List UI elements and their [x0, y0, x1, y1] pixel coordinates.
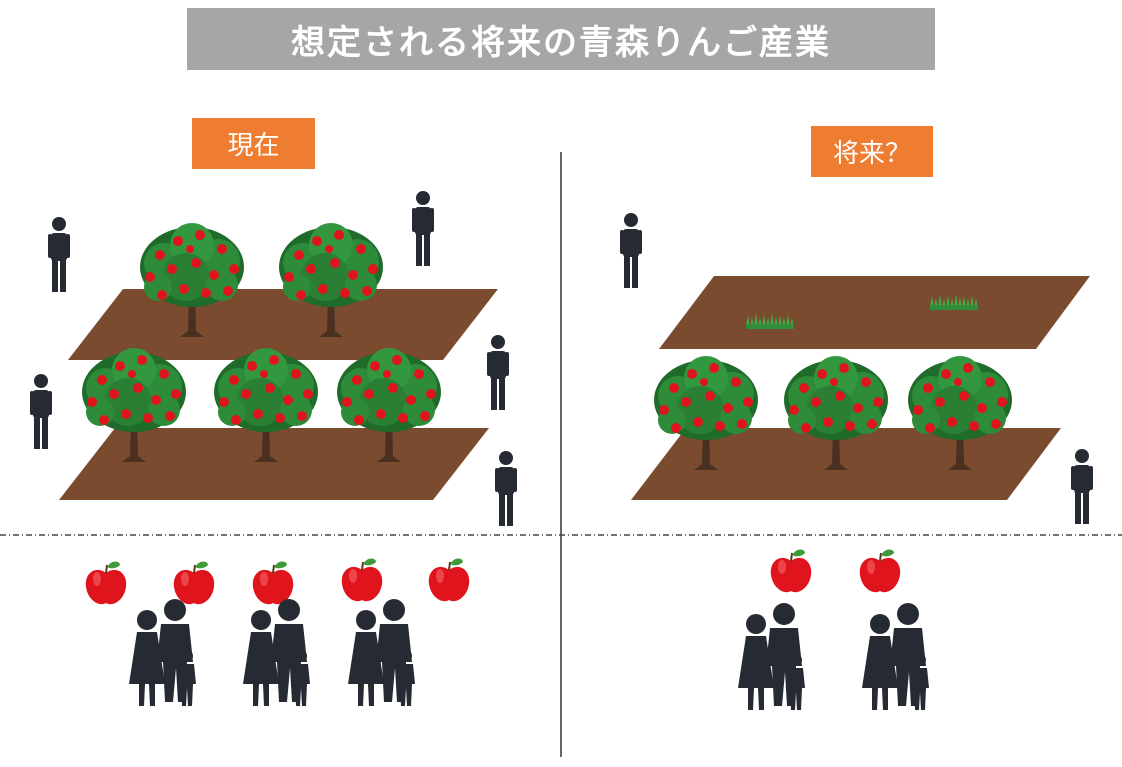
family-icon — [862, 603, 929, 710]
field-upper-future — [659, 276, 1090, 349]
family-icon — [129, 599, 196, 706]
person-icon — [30, 374, 52, 449]
family-icon — [348, 599, 415, 706]
apple-icon — [172, 560, 216, 606]
field-lower-future — [631, 428, 1061, 500]
person-icon — [487, 335, 509, 410]
apple-icon — [84, 560, 128, 606]
apple-icon — [858, 548, 902, 594]
apple-icon — [427, 557, 471, 603]
family-icon — [243, 599, 310, 706]
page-title: 想定される将来の青森りんご産業 — [187, 8, 935, 70]
family-icon — [738, 603, 805, 710]
field-upper-now — [68, 289, 498, 360]
label-future: 将来？ — [811, 126, 933, 177]
person-icon — [620, 213, 642, 288]
apple-icon — [340, 557, 384, 603]
label-now: 現在 — [192, 118, 315, 169]
person-icon — [1071, 449, 1093, 524]
field-lower-now — [59, 428, 489, 500]
person-icon — [48, 217, 70, 292]
apple-icon — [251, 560, 295, 606]
person-icon — [495, 451, 517, 526]
apple-icon — [769, 548, 813, 594]
person-icon — [412, 191, 434, 266]
